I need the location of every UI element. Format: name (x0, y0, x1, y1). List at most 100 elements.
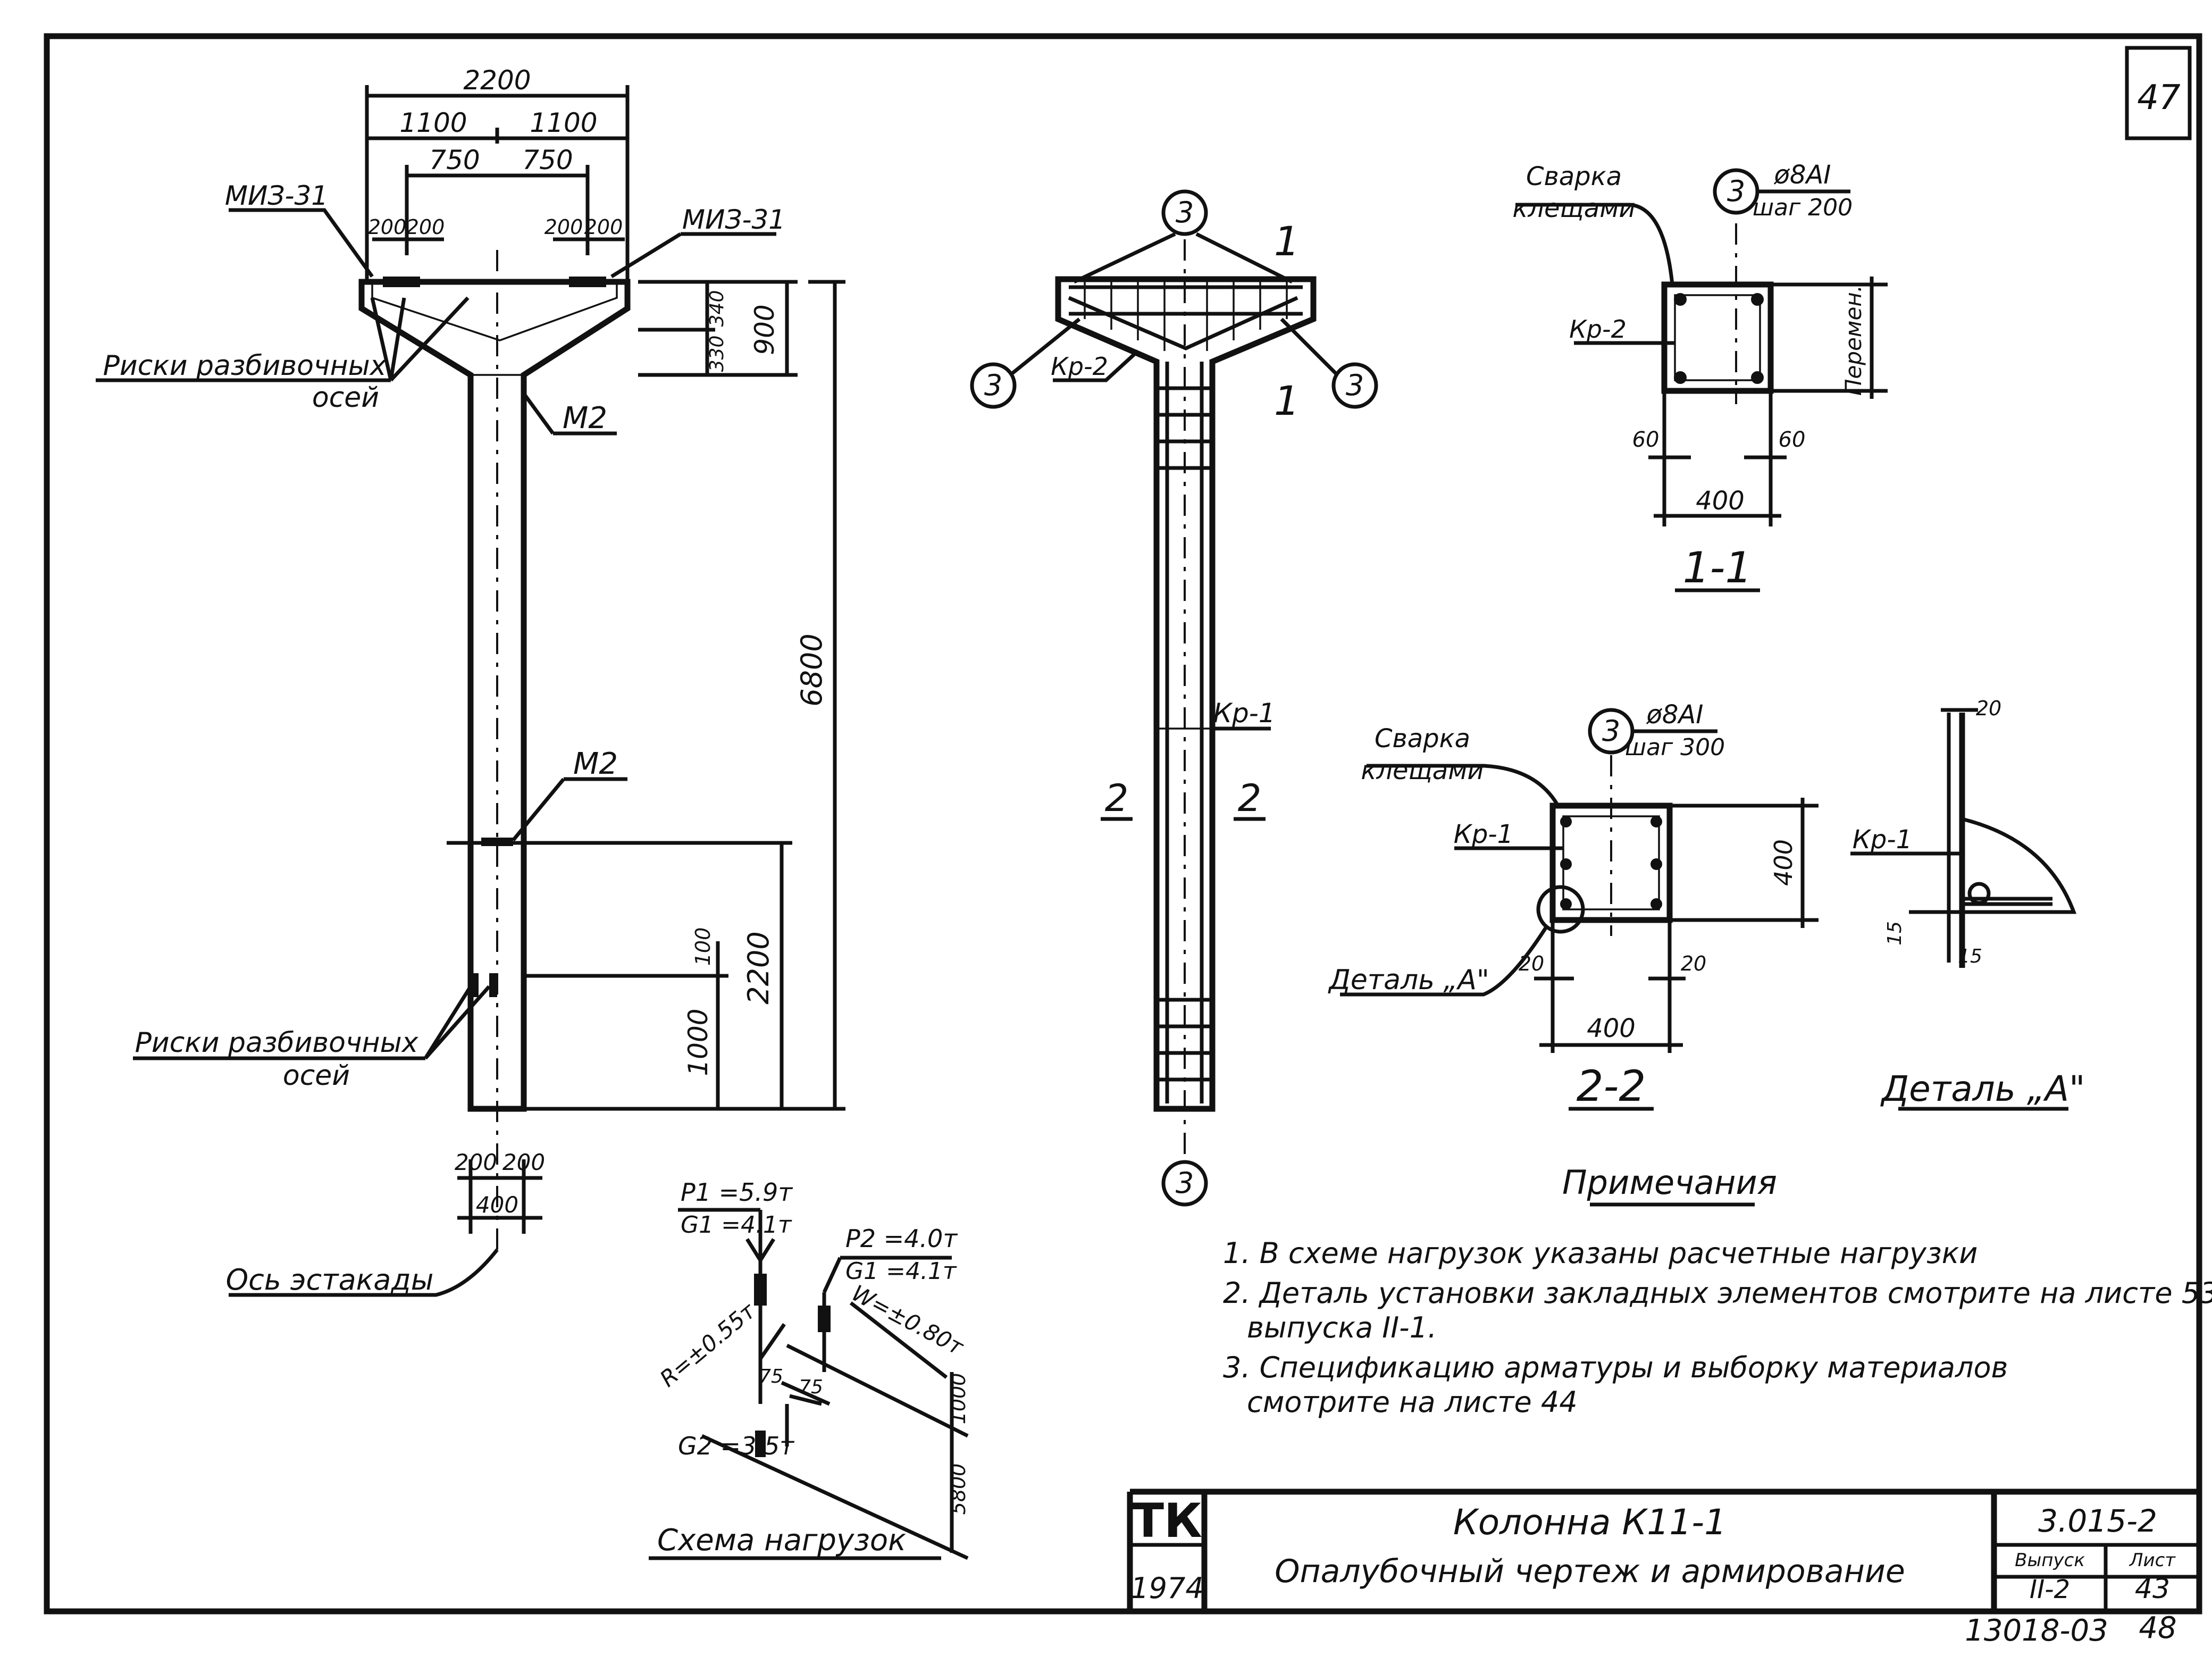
label-risks-top-2: осей (312, 382, 379, 414)
load-r: R=±0.55т (655, 1297, 761, 1392)
s11-rebar: ø8AI (1774, 160, 1831, 190)
s22-title: 2-2 (1577, 1061, 1646, 1111)
label-kr2: Кр-2 (1051, 352, 1108, 381)
detail-dim-15-bottom: 15 (1958, 946, 1982, 967)
corner-sheet-number: 47 (2137, 78, 2181, 118)
load-dim-75-b: 75 (799, 1376, 823, 1398)
bottom-page: 48 (2139, 1611, 2176, 1645)
load-scheme: P1 =5.9т G1 =4.1т P2 =4.0т G1 =4.1т W=±0… (649, 1178, 970, 1560)
notes-title: Примечания (1562, 1163, 1777, 1202)
s22-dim-400-height: 400 (1769, 839, 1798, 886)
s22-dim-20-right: 20 (1681, 952, 1706, 975)
s22-kr1: Кр-1 (1454, 820, 1513, 849)
detail-dim-top: 20 (1976, 697, 2001, 720)
s11-weld-1: Сварка (1526, 162, 1622, 191)
dim-330: 330 (706, 336, 728, 372)
label-miz-right: МИЗ-31 (682, 204, 785, 235)
s11-dim-400: 400 (1696, 486, 1745, 516)
s22-step: шаг 300 (1625, 734, 1725, 761)
label-risks-bot-2: осей (283, 1060, 350, 1092)
dim-750-right: 750 (522, 145, 573, 175)
section-2-2: Сварка клещами 3 ø8AI шаг 300 Кр-1 400 Д… (1328, 700, 1819, 1111)
s11-weld-2: клещами (1512, 194, 1635, 223)
title-code: 3.015-2 (2038, 1503, 2157, 1539)
label-kr1: Кр-1 (1213, 698, 1275, 729)
bottom-code: 13018-03 (1965, 1613, 2108, 1648)
note-3b: смотрите на листе 44 (1247, 1385, 1578, 1419)
s22-weld-1: Сварка (1375, 724, 1470, 754)
load-g1: G1 =4.1т (681, 1211, 792, 1239)
title-year: 1974 (1130, 1571, 1203, 1605)
title-sheet-value: 43 (2135, 1573, 2170, 1605)
load-dim-5800: 5800 (946, 1464, 970, 1515)
dim-200-d: 200 (584, 215, 623, 239)
load-title: Схема нагрузок (657, 1523, 906, 1558)
label-axis: Ось эстакады (226, 1263, 434, 1297)
title-logo: ТК (1132, 1493, 1202, 1548)
label-m2-top: М2 (563, 401, 607, 436)
s22-dim-400-width: 400 (1587, 1014, 1636, 1043)
title-issue-value: II-2 (2030, 1575, 2070, 1604)
dim-200-c: 200 (544, 215, 583, 239)
detail-title: Деталь „А" (1880, 1068, 2085, 1109)
section-mark-2-left: 2 (1105, 776, 1129, 820)
notes: Примечания 1. В схеме нагрузок указаны р… (1223, 1163, 2212, 1419)
load-dim-75-a: 75 (759, 1366, 783, 1387)
sheet-frame: 47 13018-03 48 (44, 33, 2202, 1648)
dim-6800: 6800 (795, 633, 828, 706)
detail-kr1: Кр-1 (1853, 825, 1912, 855)
dim-750-left: 750 (429, 145, 480, 175)
dim-200-a: 200 (368, 215, 407, 239)
dim-2200: 2200 (742, 931, 775, 1004)
label-m2-mid: М2 (573, 747, 618, 781)
s11-marker: 3 (1727, 174, 1745, 208)
s22-marker: 3 (1602, 714, 1620, 748)
s11-title: 1-1 (1683, 543, 1753, 592)
title-block: ТК 1974 Колонна К11-1 Опалубочный чертеж… (1127, 1489, 2199, 1611)
section-mark-1-top: 1 (1274, 218, 1300, 265)
dim-900: 900 (749, 304, 780, 355)
dim-1000: 1000 (683, 1008, 714, 1076)
dim-200-b: 200 (406, 215, 445, 239)
note-2: 2. Деталь установки закладных элементов … (1223, 1276, 2212, 1310)
s22-detail-label: Деталь „А" (1328, 964, 1489, 996)
s11-step: шаг 200 (1753, 194, 1853, 221)
section-mark-2-right: 2 (1238, 776, 1262, 820)
detail-a: 20 Кр-1 15 15 Деталь „А" (1850, 697, 2085, 1111)
label-risks-bot-1: Риски разбивочных (135, 1027, 419, 1059)
dim-base-left: 200 (455, 1149, 497, 1175)
s11-kr2: Кр-2 (1569, 315, 1627, 344)
label-risks-top-1: Риски разбивочных (103, 350, 387, 382)
s11-dim-60-right: 60 (1779, 428, 1806, 452)
detail-dim-15-left: 15 (1884, 921, 1906, 946)
title-sheet-label: Лист (2129, 1550, 2176, 1571)
s11-variable: Перемен. (1840, 285, 1866, 396)
load-p1: P1 =5.9т (681, 1178, 793, 1207)
s11-dim-60-left: 60 (1632, 428, 1660, 452)
label-miz-left: МИЗ-31 (225, 180, 328, 211)
section-1-1: Сварка клещами 3 ø8AI шаг 200 Кр-2 Перем… (1512, 160, 1888, 592)
section-mark-1-bottom: 1 (1274, 377, 1300, 424)
marker-3-top: 3 (1176, 196, 1194, 229)
s22-dim-20-left: 20 (1519, 952, 1544, 975)
dim-base-total: 400 (476, 1192, 518, 1218)
load-g2: G2 =3.5т (678, 1432, 794, 1460)
dim-half-right: 1100 (530, 107, 597, 138)
dim-half-left: 1100 (399, 107, 467, 138)
marker-3-left: 3 (984, 369, 1002, 402)
note-3: 3. Спецификацию арматуры и выборку матер… (1223, 1351, 2008, 1384)
column-elevation: 2200 1100 1100 750 750 200 200 200 200 М… (96, 65, 845, 1297)
load-g1-right: G1 =4.1т (845, 1258, 957, 1285)
title-sub: Опалубочный чертеж и армирование (1275, 1553, 1905, 1590)
dim-base-right: 200 (502, 1149, 545, 1175)
title-issue-label: Выпуск (2015, 1550, 2085, 1571)
s22-rebar: ø8AI (1646, 700, 1704, 730)
reinforcement-view: 3 3 3 3 Кр-2 Кр-1 1 1 2 2 (970, 189, 1378, 1207)
load-p2: P2 =4.0т (845, 1224, 958, 1253)
dim-340: 340 (706, 290, 728, 327)
note-2b: выпуска II-1. (1247, 1311, 1437, 1344)
marker-3-right: 3 (1346, 369, 1364, 402)
title-main: Колонна К11-1 (1453, 1502, 1727, 1543)
dim-total-width: 2200 (463, 65, 531, 96)
